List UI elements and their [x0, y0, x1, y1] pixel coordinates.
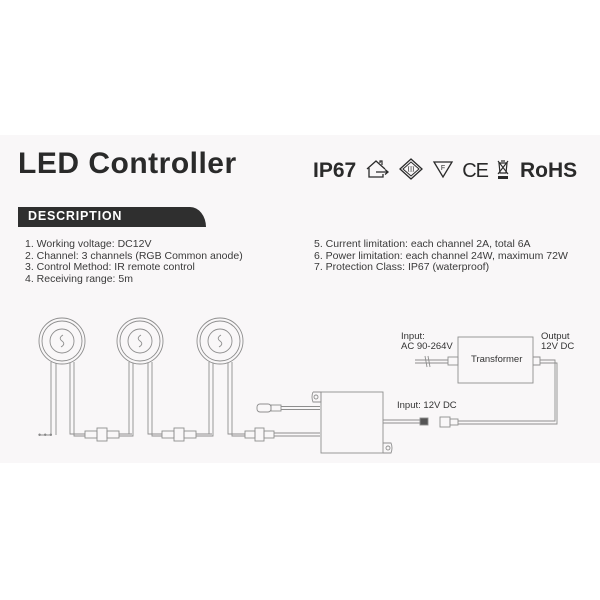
f-mark-icon: F [432, 159, 454, 184]
spec-list-right: 5. Current limitation: each channel 2A, … [314, 238, 568, 274]
led-light-icon [116, 317, 164, 437]
controller-output-connector-icon [244, 427, 320, 442]
spec-item: 4. Receiving range: 5m [25, 272, 133, 285]
inline-connector-icon [84, 427, 132, 442]
spec-item: 7. Protection Class: IP67 (waterproof) [314, 261, 490, 273]
dc-plug-icon [439, 378, 558, 428]
inline-connector-icon [161, 427, 212, 442]
indoor-use-icon [364, 158, 390, 185]
transformer-box-icon [415, 336, 558, 384]
spec-item: 6. Power limitation: each channel 24W, m… [314, 249, 568, 262]
controller-input-label: Input: 12V DC [397, 400, 457, 411]
ce-mark-icon: CE [462, 159, 489, 182]
ip-rating: IP67 [313, 159, 357, 182]
transformer-label: Transformer [471, 354, 523, 365]
description-heading: DESCRIPTION [28, 209, 123, 223]
certification-row: IP67 III F CE RoHS [313, 156, 577, 186]
spec-item: 3. Control Method: IR remote control [25, 261, 195, 273]
ac-input-label-line2: AC 90-264V [401, 341, 453, 352]
continuation-dots: • • • [38, 430, 53, 440]
class-iii-icon: III [398, 157, 424, 186]
spec-item: 5. Current limitation: each channel 2A, … [314, 238, 531, 250]
led-light-icon [196, 317, 245, 437]
manual-card [0, 135, 600, 463]
led-light-icon [38, 317, 86, 437]
output-label-line2: 12V DC [541, 341, 575, 352]
rohs-label: RoHS [520, 159, 578, 182]
wiring-diagram [38, 317, 558, 454]
svg-text:III: III [408, 165, 416, 173]
spec-item: 2. Channel: 3 channels (RGB Common anode… [25, 249, 243, 262]
controller-box-icon [311, 391, 429, 454]
weee-bin-icon [496, 158, 510, 185]
spec-list-left: 1. Working voltage: DC12V 2. Channel: 3 … [25, 238, 243, 285]
svg-text:F: F [441, 165, 445, 172]
ir-receiver-plug-icon [256, 403, 320, 413]
output-label-line1: Output [541, 331, 570, 342]
ac-input-label-line1: Input: [401, 331, 425, 342]
page-title: LED Controller [18, 147, 237, 180]
spec-item: 1. Working voltage: DC12V [25, 238, 152, 250]
description-heading-bar [18, 207, 206, 227]
